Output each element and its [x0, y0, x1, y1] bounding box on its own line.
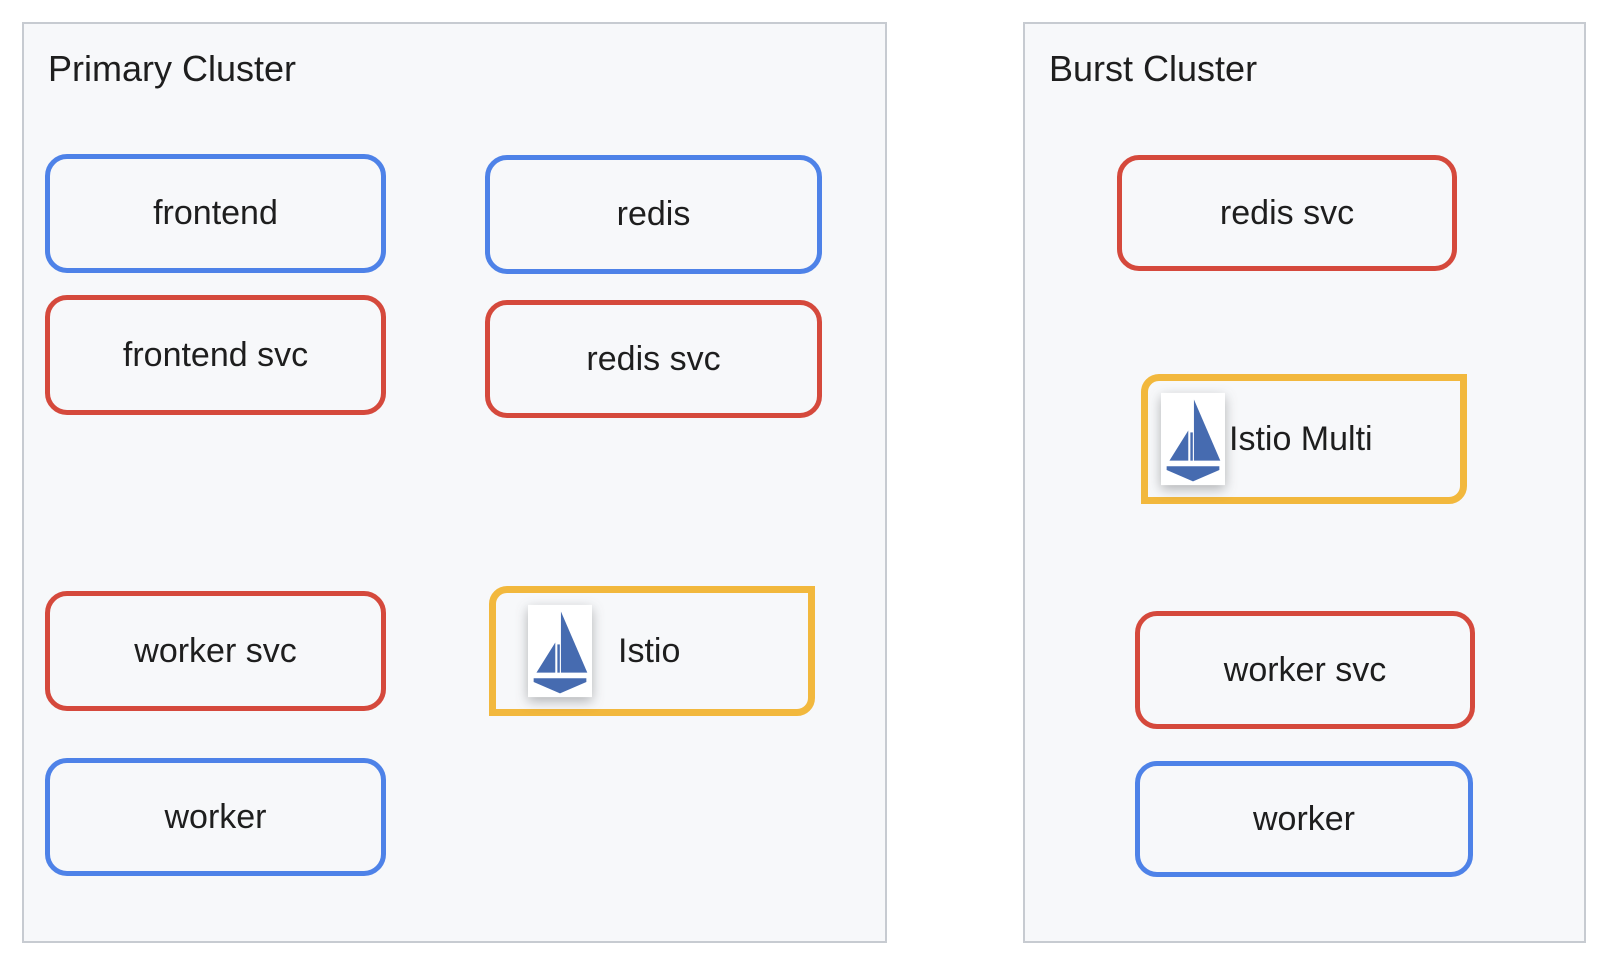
- node-burst-worker-svc: worker svc: [1135, 611, 1475, 729]
- burst-cluster-title: Burst Cluster: [1049, 48, 1258, 89]
- node-frontend-label: frontend: [153, 194, 278, 232]
- node-redis-label: redis: [616, 195, 691, 233]
- istio-sailboat-icon: [528, 604, 592, 698]
- node-worker-label: worker: [164, 797, 267, 836]
- node-istio-multi-label: Istio Multi: [1229, 419, 1373, 458]
- node-redis: redis: [485, 155, 822, 274]
- node-burst-worker-svc-label: worker svc: [1223, 650, 1387, 689]
- node-istio-multi: Istio Multi: [1141, 374, 1467, 504]
- node-frontend-svc: frontend svc: [45, 295, 386, 415]
- primary-cluster-title: Primary Cluster: [48, 48, 297, 89]
- node-burst-worker: worker: [1135, 761, 1473, 877]
- node-burst-redis-svc-label: redis svc: [1219, 193, 1355, 232]
- node-worker: worker: [45, 758, 386, 876]
- node-worker-svc: worker svc: [45, 591, 386, 711]
- node-istio: Istio: [489, 586, 815, 716]
- node-burst-worker-label: worker: [1252, 799, 1356, 838]
- primary-cluster-container: Primary Cluster frontend redis frontend …: [22, 22, 887, 943]
- node-worker-svc-label: worker svc: [134, 631, 297, 670]
- node-istio-label: Istio: [618, 631, 681, 670]
- node-frontend: frontend: [45, 154, 386, 273]
- node-frontend-svc-label: frontend svc: [122, 335, 309, 374]
- burst-cluster-container: Burst Cluster redis svc Istio Multi work…: [1023, 22, 1586, 943]
- node-redis-svc: redis svc: [485, 300, 822, 418]
- node-redis-svc-label: redis svc: [586, 339, 721, 378]
- node-burst-redis-svc: redis svc: [1117, 155, 1457, 271]
- istio-sailboat-icon: [1161, 392, 1225, 486]
